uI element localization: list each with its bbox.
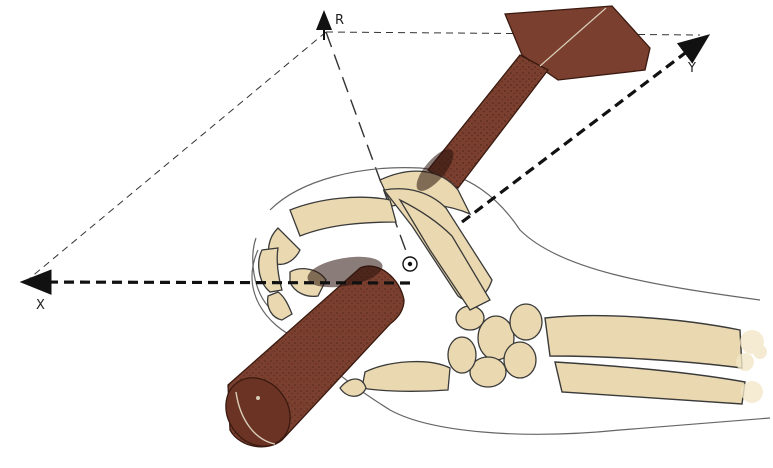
forearm-bones [545, 316, 745, 404]
ulna-bone [555, 362, 745, 404]
radius-bone [545, 316, 742, 368]
y-axis-label: Y [687, 61, 696, 76]
x-axis [26, 282, 410, 283]
circled-dot-icon [403, 257, 417, 271]
r-axis-label: R [335, 13, 344, 28]
x-axis-label: X [36, 298, 45, 313]
construction-line-r-to-center [326, 32, 410, 262]
